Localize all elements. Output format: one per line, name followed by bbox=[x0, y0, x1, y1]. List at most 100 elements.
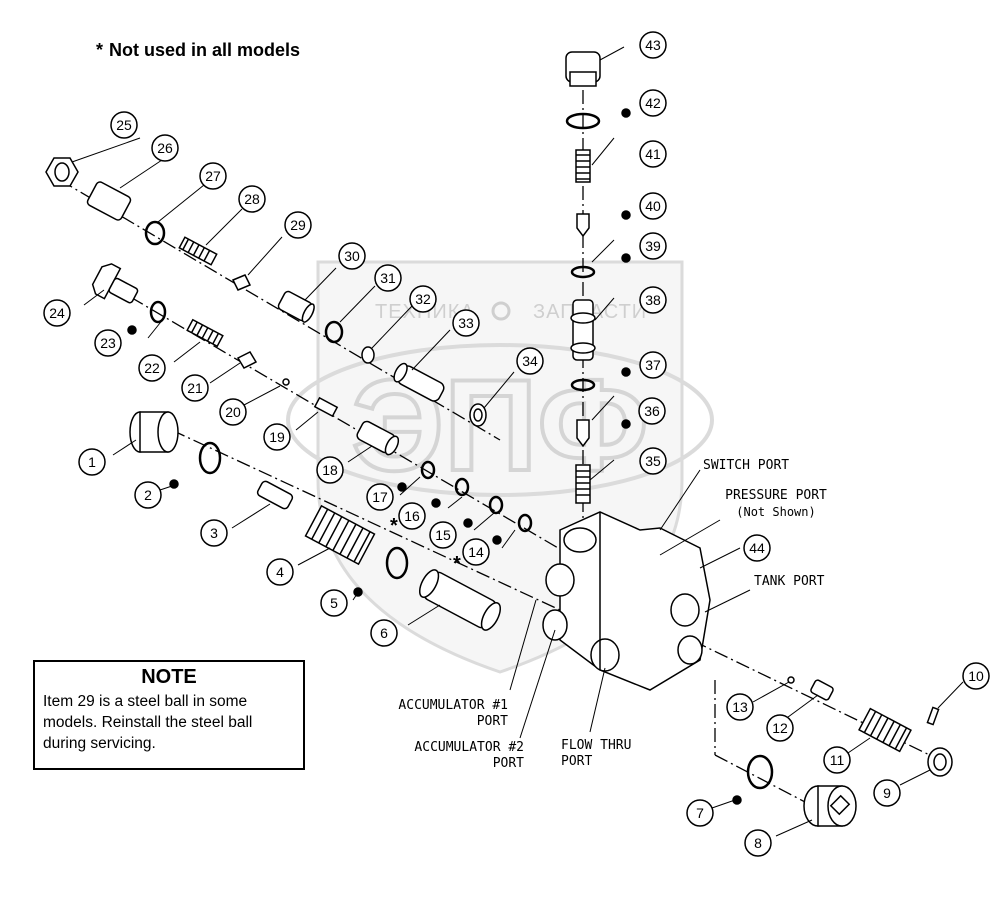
callout-number-32: 32 bbox=[415, 291, 431, 307]
callout-circle-30 bbox=[338, 242, 366, 270]
switch-port-label: SWITCH PORT bbox=[703, 458, 790, 473]
callout-number-23: 23 bbox=[100, 335, 116, 351]
callout-group: 1234567891011121314151617181920212223242… bbox=[43, 31, 990, 857]
callout-number-33: 33 bbox=[458, 315, 474, 331]
part-21-poppet bbox=[236, 351, 258, 369]
part-28-spring bbox=[178, 236, 218, 266]
callout-number-26: 26 bbox=[157, 140, 173, 156]
callout-circle-28 bbox=[238, 185, 266, 213]
flow-line-2: PORT bbox=[561, 754, 593, 769]
callout-number-15: 15 bbox=[435, 527, 451, 543]
part-41-spring bbox=[575, 149, 591, 183]
pressure-port-subtitle: (Not Shown) bbox=[736, 505, 816, 519]
callout-number-4: 4 bbox=[276, 564, 284, 580]
callout-circle-32 bbox=[409, 285, 437, 313]
callout-circle-20 bbox=[219, 398, 247, 426]
note-box: NOTE Item 29 is a steel ball in some mod… bbox=[33, 660, 305, 770]
callout-circle-42 bbox=[639, 89, 667, 117]
part-4-spring bbox=[304, 504, 376, 566]
callout-circle-9 bbox=[873, 779, 901, 807]
callout-circle-8 bbox=[744, 829, 772, 857]
part-40-poppet bbox=[576, 213, 590, 238]
callout-circle-17 bbox=[366, 483, 394, 511]
part-43-cap bbox=[565, 51, 601, 87]
part-29-poppet bbox=[231, 274, 252, 291]
acc1-line-2: PORT bbox=[476, 714, 508, 729]
part-30-seat bbox=[277, 290, 315, 323]
parts bbox=[45, 51, 953, 827]
callout-circle-27 bbox=[199, 162, 227, 190]
part-36-poppet bbox=[576, 419, 590, 448]
callout-number-1: 1 bbox=[88, 454, 96, 470]
asterisk-icon: * bbox=[96, 40, 104, 60]
callout-circle-11 bbox=[823, 746, 851, 774]
callout-number-11: 11 bbox=[830, 752, 845, 768]
part-24-plug bbox=[91, 263, 139, 304]
part-19-spring bbox=[313, 396, 339, 418]
part-44-valve-body bbox=[542, 511, 711, 691]
callout-number-22: 22 bbox=[144, 360, 160, 376]
callout-circle-4 bbox=[266, 558, 294, 586]
callout-number-25: 25 bbox=[116, 117, 132, 133]
callout-circle-24 bbox=[43, 299, 71, 327]
callout-circle-31 bbox=[374, 264, 402, 292]
callout-number-13: 13 bbox=[732, 699, 748, 715]
part-31-o-ring bbox=[324, 320, 344, 344]
part-17-o-ring bbox=[420, 460, 436, 480]
callout-circle-33 bbox=[452, 309, 480, 337]
callout-circle-19 bbox=[263, 423, 291, 451]
callout-number-19: 19 bbox=[269, 429, 285, 445]
acc1-line-1: ACCUMULATOR #1 bbox=[398, 698, 508, 713]
callout-circle-25 bbox=[110, 111, 138, 139]
callout-circle-39 bbox=[639, 232, 667, 260]
note-line: during servicing. bbox=[43, 735, 156, 752]
callout-circle-5 bbox=[320, 589, 348, 617]
part-20-ball bbox=[282, 378, 290, 386]
callout-number-44: 44 bbox=[749, 540, 765, 556]
callout-circle-43 bbox=[639, 31, 667, 59]
callout-number-20: 20 bbox=[225, 404, 241, 420]
accumulator-2-port-label: ACCUMULATOR #2 PORT bbox=[386, 740, 524, 772]
callout-circle-36 bbox=[638, 397, 666, 425]
part-8-plug bbox=[803, 785, 857, 827]
part-38-cartridge bbox=[570, 299, 596, 361]
callout-number-2: 2 bbox=[144, 487, 152, 503]
flow-thru-port-label: FLOW THRU PORT bbox=[561, 738, 631, 770]
callout-number-36: 36 bbox=[644, 403, 660, 419]
callout-number-18: 18 bbox=[322, 462, 338, 478]
part-3-pin bbox=[256, 480, 294, 510]
part-10-pin bbox=[926, 706, 940, 726]
callout-number-38: 38 bbox=[645, 292, 661, 308]
callout-circle-41 bbox=[639, 140, 667, 168]
callout-circle-12 bbox=[766, 714, 794, 742]
callout-number-35: 35 bbox=[645, 453, 661, 469]
tank-port-label: TANK PORT bbox=[754, 574, 825, 589]
callout-number-39: 39 bbox=[645, 238, 661, 254]
part-18-spool bbox=[356, 420, 400, 456]
callout-number-10: 10 bbox=[968, 668, 984, 684]
acc2-line-1: ACCUMULATOR #2 bbox=[414, 740, 524, 755]
callout-circle-22 bbox=[138, 354, 166, 382]
callout-circle-15 bbox=[429, 521, 457, 549]
callout-circle-18 bbox=[316, 456, 344, 484]
callout-circle-6 bbox=[370, 619, 398, 647]
callout-circle-21 bbox=[181, 374, 209, 402]
callout-circle-34 bbox=[516, 347, 544, 375]
part-12-poppet bbox=[810, 679, 834, 701]
part-11-spring bbox=[858, 707, 912, 753]
callout-number-8: 8 bbox=[754, 835, 762, 851]
callout-circle-1 bbox=[78, 448, 106, 476]
callout-circle-3 bbox=[200, 519, 228, 547]
callout-number-37: 37 bbox=[645, 357, 661, 373]
note-line: models. Reinstall the steel ball bbox=[43, 714, 253, 731]
part-1-plug bbox=[129, 411, 179, 453]
part-23-oring bbox=[127, 325, 137, 335]
part-33-sleeve bbox=[393, 362, 445, 402]
callout-number-3: 3 bbox=[210, 525, 218, 541]
callout-circle-16 bbox=[398, 502, 426, 530]
callout-number-12: 12 bbox=[772, 720, 788, 736]
part-27-o-ring bbox=[144, 220, 166, 246]
part-9-cap bbox=[927, 747, 953, 777]
callout-number-5: 5 bbox=[330, 595, 338, 611]
